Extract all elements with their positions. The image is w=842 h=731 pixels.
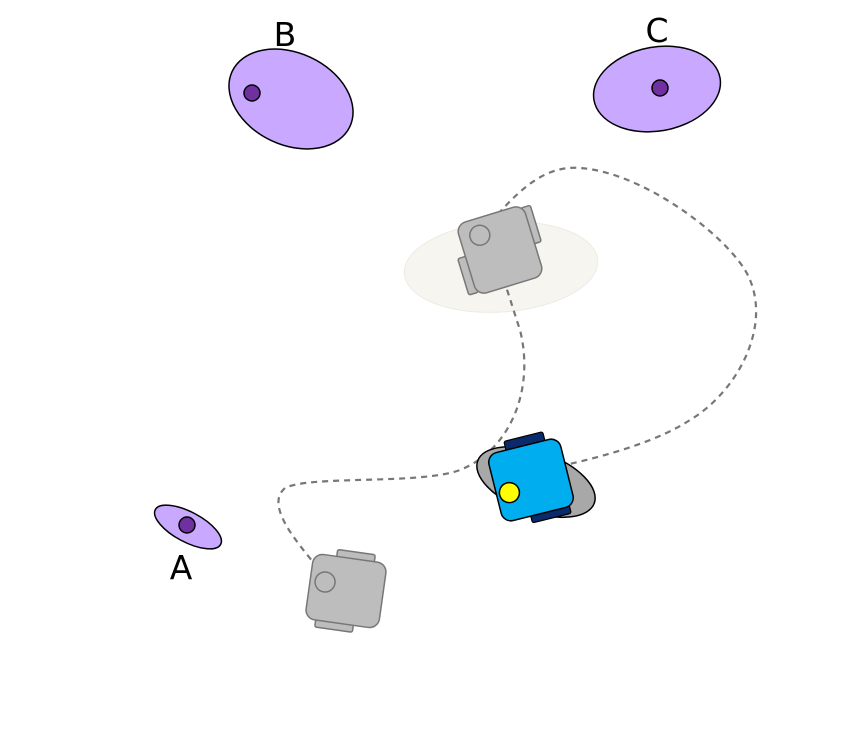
ghost-robot-start-sensor	[314, 571, 336, 593]
landmark-c-label: C	[645, 11, 668, 50]
landmark-a: A	[153, 504, 223, 587]
current-robot-sensor	[498, 481, 521, 504]
landmark-c: C	[592, 11, 722, 133]
ghost-robot-start-pose	[305, 548, 387, 633]
landmark-b-uncertainty-ellipse	[228, 48, 354, 150]
landmark-b-point	[243, 84, 261, 102]
landmark-a-point	[178, 516, 196, 534]
current-robot	[488, 431, 574, 524]
robot-trajectory-path	[277, 166, 758, 569]
landmark-a-label: A	[170, 548, 193, 587]
landmark-b: B	[228, 15, 354, 150]
ghost-robot-middle-sensor	[469, 224, 491, 247]
ghost-robot-middle-pose	[457, 204, 543, 296]
landmark-c-point	[651, 79, 669, 97]
landmark-b-label: B	[274, 15, 297, 54]
ghost-robot-start-body	[305, 553, 387, 629]
